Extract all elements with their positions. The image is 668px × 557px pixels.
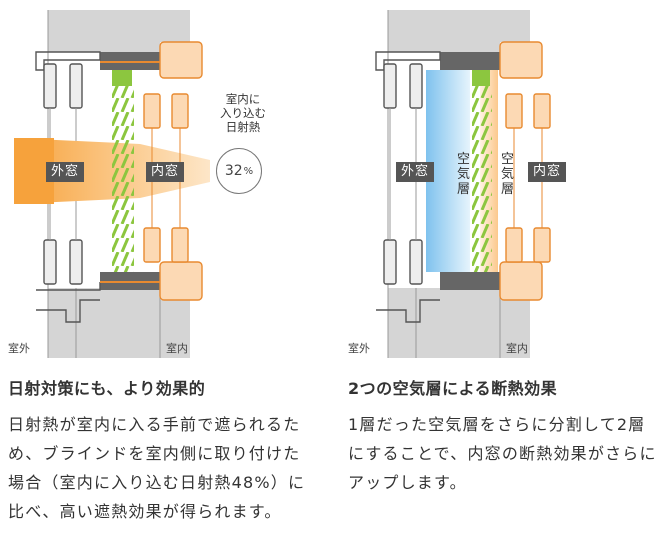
outside-label: 室外 [348, 342, 370, 355]
inner-frame-top [159, 41, 203, 79]
outer-window-label: 外窓 [396, 162, 435, 182]
green-block-top [112, 70, 132, 86]
outer-sash-1-bottom [43, 239, 57, 285]
inner-sash-2-top [171, 93, 189, 129]
wall-right-bottom [160, 300, 190, 358]
diagram-double-air-layer: 外窓 空気層 空気層 内窓 室外 室内 [340, 0, 640, 360]
window-section-drawing [14, 10, 210, 358]
heat-value-circle: 32% [216, 148, 262, 194]
outer-sash-1-top [43, 63, 57, 109]
inner-window-label: 内窓 [146, 162, 185, 182]
left-heading: 日射対策にも、より効果的 [8, 379, 206, 398]
outer-sash-2-top [69, 63, 83, 109]
inner-frame-bottom [159, 261, 203, 301]
wall-right [160, 10, 190, 42]
blind-hatch [112, 86, 134, 272]
heat-unit: % [243, 165, 254, 177]
diagram-solar-shading: 外窓 内窓 室内に 入り込む 日射熱 32% 室外 室内 [0, 0, 300, 360]
outside-label: 室外 [8, 342, 30, 355]
right-body: 1層だった空気層をさらに分割して2層にすることで、内窓の断熱効果がさらにアップし… [348, 415, 657, 492]
heat-value: 32 [224, 163, 243, 179]
inner-sash-2-bottom [171, 227, 189, 263]
wall-top [48, 10, 160, 52]
right-heading: 2つの空気層による断熱効果 [348, 379, 558, 398]
outer-sash-2-bottom [69, 239, 83, 285]
outer-window-label: 外窓 [46, 162, 85, 182]
heat-entering-label: 室内に 入り込む 日射熱 [220, 92, 266, 134]
inner-sash-1-top [143, 93, 161, 129]
blind-hatch [472, 86, 492, 272]
wall-bottom [48, 288, 160, 358]
window-section-drawing-2 [375, 10, 551, 358]
air-layer-label-2: 空気層 [500, 152, 514, 197]
inside-label: 室内 [506, 342, 528, 355]
inner-window-label: 内窓 [528, 162, 567, 182]
inner-sash-1-bottom [143, 227, 161, 263]
inside-label: 室内 [166, 342, 188, 355]
air-layer-label-1: 空気層 [456, 152, 470, 197]
left-body: 日射熱が室内に入る手前で遮られるため、ブラインドを室内側に取り付けた場合（室内に… [8, 415, 306, 521]
